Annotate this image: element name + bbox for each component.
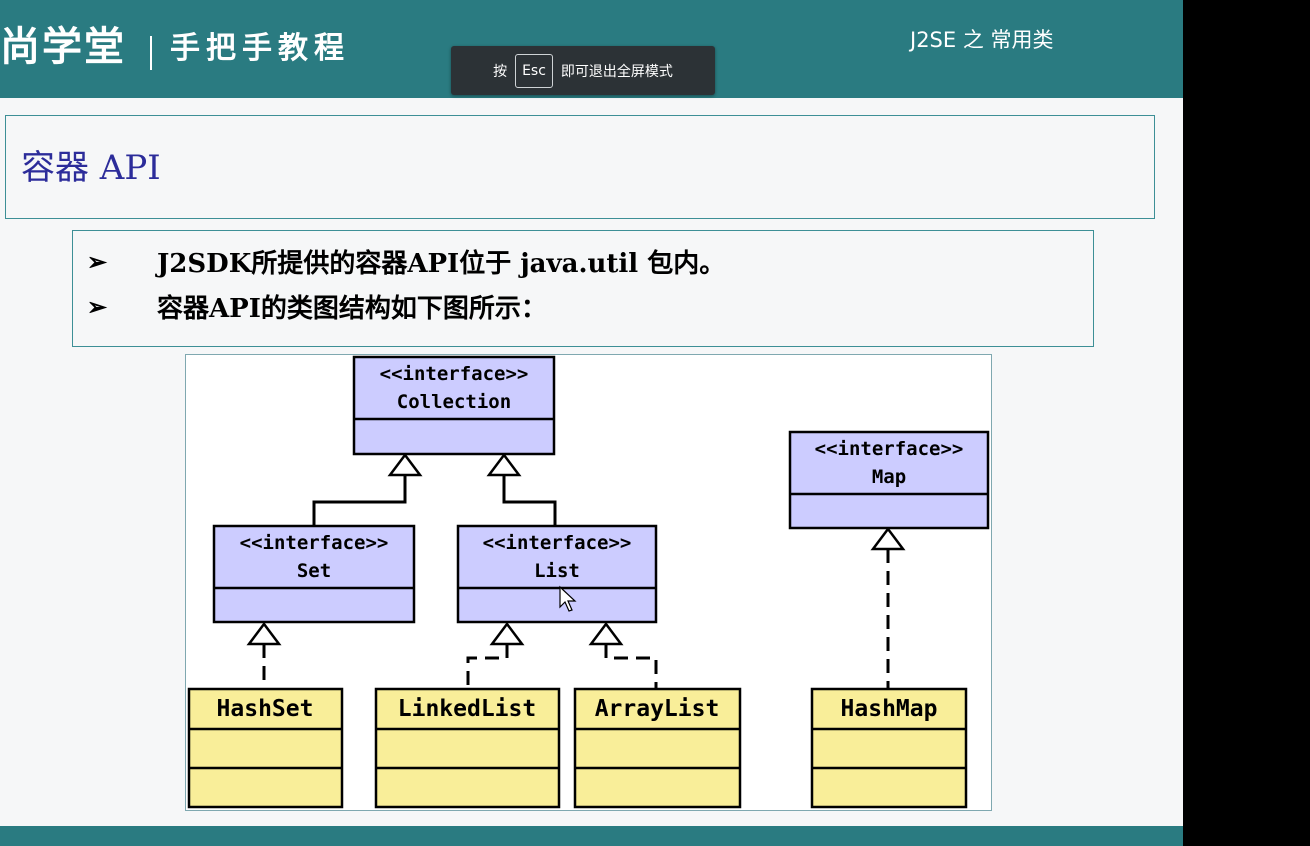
toast-prefix: 按: [493, 63, 508, 80]
stereotype-label: <<interface>>: [240, 532, 389, 554]
slide-title-box: 容器 API: [5, 115, 1155, 219]
mouse-cursor-icon: [559, 585, 577, 612]
bullet-arrow-icon: ➢: [87, 291, 108, 321]
arrowheads: [246, 452, 906, 646]
bullet-text: 容器API的类图结构如下图所示：: [157, 293, 547, 324]
inheritance-lines: [312, 475, 557, 526]
collection-label: Collection: [397, 391, 511, 413]
linkedlist-label: LinkedList: [398, 696, 536, 722]
hashmap-label: HashMap: [841, 696, 938, 722]
hashset-class-box: HashSet: [187, 687, 344, 809]
bullet-text: J2SDK所提供的容器API位于 java.util 包内。: [157, 248, 726, 279]
stereotype-label: <<interface>>: [483, 532, 632, 554]
class-diagram-svg: <<interface>> Collection <<interface>> S…: [187, 355, 990, 809]
logo-separator: [150, 36, 152, 70]
set-label: Set: [297, 560, 331, 582]
logo: 尚学堂: [0, 24, 126, 70]
hashmap-class-box: HashMap: [810, 687, 968, 809]
linkedlist-class-box: LinkedList: [374, 687, 561, 809]
class-diagram: <<interface>> Collection <<interface>> S…: [185, 354, 992, 811]
map-interface-box: <<interface>> Map: [788, 430, 990, 530]
exit-fullscreen-toast: 按 Esc 即可退出全屏模式: [451, 46, 715, 95]
hashset-label: HashSet: [217, 696, 314, 722]
set-interface-box: <<interface>> Set: [212, 524, 416, 624]
slide-title: 容器 API: [21, 148, 161, 188]
bullet-item: ➢ 容器API的类图结构如下图所示：: [87, 288, 547, 324]
bullet-arrow-icon: ➢: [87, 246, 108, 276]
bullet-item: ➢ J2SDK所提供的容器API位于 java.util 包内。: [87, 243, 725, 279]
toast-message: 即可退出全屏模式: [560, 63, 673, 80]
arraylist-class-box: ArrayList: [573, 687, 742, 809]
bullet-box: ➢ J2SDK所提供的容器API位于 java.util 包内。 ➢ 容器API…: [72, 230, 1094, 347]
arraylist-label: ArrayList: [595, 696, 720, 722]
slide: 尚学堂 手把手教程 J2SE 之 常用类 容器 API ➢ J2SDK所提供的容…: [0, 0, 1183, 846]
esc-key-badge: Esc: [515, 53, 553, 88]
implementation-lines: [262, 549, 890, 690]
course-title: J2SE 之 常用类: [910, 28, 1054, 52]
footer-bar: [0, 826, 1183, 846]
map-label: Map: [872, 466, 906, 488]
stereotype-label: <<interface>>: [380, 363, 529, 385]
stereotype-label: <<interface>>: [815, 438, 964, 460]
collection-interface-box: <<interface>> Collection: [352, 355, 556, 456]
tagline: 手把手教程: [170, 31, 350, 66]
list-label: List: [534, 560, 580, 582]
list-interface-box: <<interface>> List: [456, 524, 658, 624]
